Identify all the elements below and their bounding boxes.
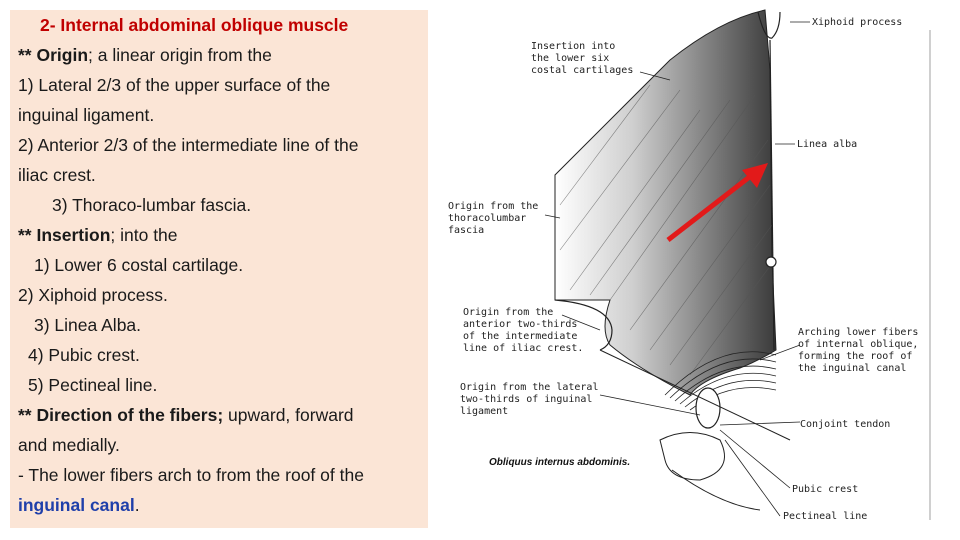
- origin-item-1a: 1) Lateral 2/3 of the upper surface of t…: [18, 75, 331, 95]
- fiber-direction-arrow: [666, 173, 754, 242]
- deep-ring: [695, 387, 721, 429]
- anatomy-diagram: Xiphoid process Insertion into the lower…: [448, 9, 931, 522]
- label-pubic-crest: Pubic crest: [792, 484, 858, 495]
- pubis-outline: [659, 432, 725, 481]
- insertion-line: ** Insertion; into the: [18, 220, 178, 250]
- insertion-item-1: 1) Lower 6 costal cartilage.: [34, 255, 244, 275]
- origin-item-2b: iliac crest.: [18, 165, 96, 185]
- muscle-sheet: [554, 9, 777, 396]
- canal-period: .: [134, 495, 140, 515]
- direction-line: ** Direction of the fibers; upward, forw…: [18, 400, 354, 430]
- lower-fibers-line: - The lower fibers arch to from the roof…: [18, 465, 364, 485]
- inguinal-ligament-line: [599, 349, 791, 441]
- insertion-item-2: 2) Xiphoid process.: [18, 285, 168, 305]
- label-il-2: two-thirds of inguinal: [460, 394, 592, 405]
- iliac-crest-outline: [554, 299, 613, 351]
- muscle-title: 2- Internal abdominal oblique muscle: [40, 15, 349, 35]
- insertion-item-5: 5) Pectineal line.: [28, 375, 158, 395]
- label-arch-2: of internal oblique,: [798, 339, 918, 350]
- label-ic-1: Origin from the: [463, 307, 553, 318]
- label-ic-2: anterior two-thirds: [463, 319, 577, 330]
- direction-heading: ** Direction of the fibers;: [18, 405, 224, 425]
- label-tl-3: fascia: [448, 225, 484, 236]
- origin-item-1b: inguinal ligament.: [18, 105, 155, 125]
- label-tl-1: Origin from the: [448, 201, 538, 212]
- label-insertion-3: costal cartilages: [531, 65, 633, 76]
- insertion-item-4: 4) Pubic crest.: [28, 345, 140, 365]
- label-xiphoid: Xiphoid process: [812, 17, 902, 28]
- label-il-1: Origin from the lateral: [460, 382, 598, 393]
- origin-item-3: 3) Thoraco-lumbar fascia.: [52, 195, 252, 215]
- insertion-heading: ** Insertion: [18, 225, 111, 245]
- label-arch-3: forming the roof of: [798, 351, 912, 362]
- canal-line: inguinal canal.: [18, 490, 140, 520]
- label-pectineal: Pectineal line: [783, 511, 867, 522]
- label-arch-1: Arching lower fibers: [798, 327, 918, 338]
- pelvic-curve: [671, 469, 761, 511]
- label-ic-3: of the intermediate: [463, 331, 577, 342]
- insertion-item-3: 3) Linea Alba.: [34, 315, 142, 335]
- direction-line-b: and medially.: [18, 435, 120, 455]
- label-tl-2: thoracolumbar: [448, 213, 526, 224]
- label-insertion-1: Insertion into: [531, 41, 615, 52]
- label-insertion-2: the lower six: [531, 53, 609, 64]
- label-linea-alba: Linea alba: [797, 139, 857, 150]
- origin-heading: ** Origin: [18, 45, 89, 65]
- origin-tail: ; a linear origin from the: [88, 45, 272, 65]
- text-panel: 2- Internal abdominal oblique muscle ** …: [10, 10, 428, 528]
- arrow-head-icon: [742, 163, 768, 188]
- linea-alba-line: [769, 39, 775, 351]
- inguinal-canal-term: inguinal canal: [18, 495, 135, 515]
- direction-tail: upward, forward: [223, 405, 354, 425]
- label-arch-4: the inguinal canal: [798, 363, 906, 374]
- origin-line: ** Origin; a linear origin from the: [18, 40, 272, 70]
- umbilicus: [765, 256, 777, 268]
- label-muscle-name: Obliquus internus abdominis.: [489, 457, 630, 468]
- label-ic-4: line of iliac crest.: [463, 343, 583, 354]
- label-conjoint: Conjoint tendon: [800, 419, 890, 430]
- label-il-3: ligament: [460, 406, 508, 417]
- origin-item-2a: 2) Anterior 2/3 of the intermediate line…: [18, 135, 359, 155]
- leader-lines: [544, 21, 810, 517]
- insertion-tail: ; into the: [110, 225, 178, 245]
- xiphoid-outline: [757, 11, 781, 39]
